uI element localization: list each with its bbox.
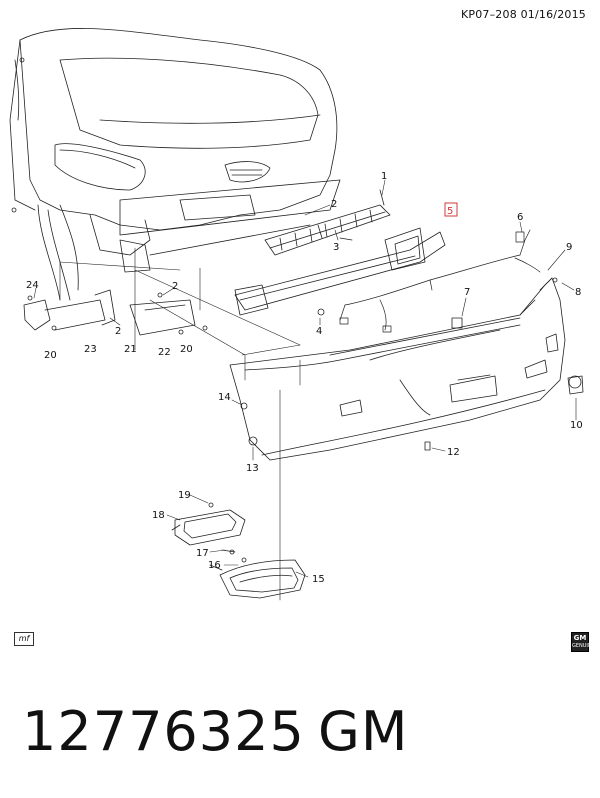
- callout-5: 5: [447, 206, 453, 217]
- callout-13: 13: [246, 463, 259, 474]
- callout-16: 16: [208, 560, 221, 571]
- brand-name: GM: [318, 700, 409, 763]
- callout-20-left: 20: [44, 350, 57, 361]
- callout-2-mid: 2: [172, 281, 178, 292]
- vehicle-rear-body: [9, 28, 341, 301]
- small-fasteners: [23, 224, 584, 451]
- gm-logo-subtext: GENUINE: [572, 643, 595, 649]
- callout-leaders: [33, 179, 577, 578]
- callout-3: 3: [333, 242, 339, 253]
- callout-9: 9: [566, 242, 572, 253]
- callout-14: 14: [218, 392, 231, 403]
- callout-5-highlight: [444, 202, 458, 217]
- callout-17: 17: [196, 548, 209, 559]
- mf-badge: mf: [14, 632, 34, 646]
- exploded-parts-diagram: 1 2 3 4 5 6 7 8 9 10 12 13 14 15 16 17 1…: [9, 28, 584, 601]
- callout-20-right: 20: [180, 344, 193, 355]
- callout-labels: 1 2 3 4 5 6 7 8 9 10 12 13 14 15 16 17 1…: [26, 171, 583, 585]
- bumper-fascia: [229, 277, 566, 461]
- callout-12: 12: [447, 447, 460, 458]
- wiring-harness-part-6: [339, 229, 541, 333]
- part-number: 12776325: [22, 700, 305, 763]
- callout-15: 15: [312, 574, 325, 585]
- callout-6: 6: [517, 212, 523, 223]
- callout-22: 22: [158, 347, 171, 358]
- guide-lines: [59, 247, 301, 601]
- bumper-reinforcement-part-5: [234, 227, 446, 316]
- reflector-bracket-part-18: [171, 502, 246, 546]
- callout-1: 1: [381, 171, 387, 182]
- callout-23: 23: [84, 344, 97, 355]
- callout-2-left: 2: [115, 326, 121, 337]
- gm-logo-badge: GM GENUINE: [571, 632, 595, 652]
- callout-24: 24: [26, 280, 39, 291]
- energy-absorber-part-1: [264, 189, 391, 256]
- lamp-bezel-part-15: [209, 549, 306, 599]
- callout-21: 21: [124, 344, 137, 355]
- callout-10: 10: [570, 420, 583, 431]
- callout-8: 8: [575, 287, 581, 298]
- diagram-code: KP07–208 01/16/2015: [460, 8, 586, 21]
- callout-7: 7: [464, 287, 470, 298]
- callout-19: 19: [178, 490, 191, 501]
- callout-4: 4: [316, 326, 322, 337]
- callout-18: 18: [152, 510, 165, 521]
- callout-2-top: 2: [331, 199, 337, 210]
- gm-logo-text: GM: [573, 634, 587, 642]
